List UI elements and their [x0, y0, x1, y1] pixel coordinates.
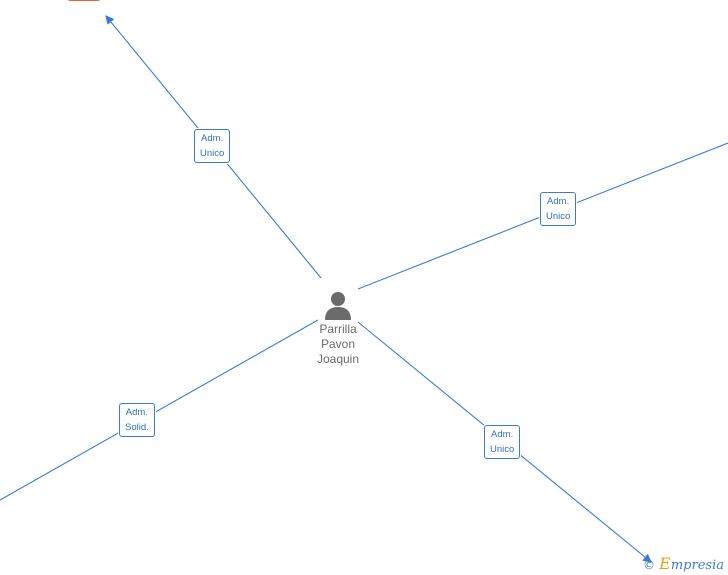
edge-bottom-left: [0, 319, 319, 501]
person-name-line3: Joaquin: [316, 352, 360, 366]
brand-initial: E: [659, 554, 671, 573]
role-label-line1: Adm.: [491, 429, 514, 440]
role-label-bottom-left[interactable]: Adm. Solid.: [119, 403, 155, 437]
role-label-line1: Adm.: [125, 407, 148, 418]
company-node-top-left[interactable]: [68, 0, 100, 1]
role-label-line1: Adm.: [547, 196, 570, 207]
role-label-line2: Unico: [200, 148, 225, 159]
brand-name: mpresia: [670, 558, 724, 573]
role-label-bottom-right[interactable]: Adm. Unico: [484, 425, 521, 459]
copyright-symbol: ©: [643, 558, 656, 572]
person-name-line1: Parrilla: [319, 322, 357, 336]
person-name-line2: Pavon: [320, 337, 356, 351]
role-label-line2: Solid.: [125, 422, 149, 433]
role-label-top-left[interactable]: Adm. Unico: [194, 129, 231, 163]
role-label-right[interactable]: Adm. Unico: [540, 192, 577, 226]
person-icon: [325, 292, 351, 320]
person-node[interactable]: Parrilla Pavon Joaquin: [300, 290, 376, 367]
role-label-line1: Adm.: [201, 133, 224, 144]
role-label-line2: Unico: [546, 211, 571, 222]
brand-logo: © Empresia: [643, 554, 724, 573]
role-label-line2: Unico: [490, 444, 515, 455]
